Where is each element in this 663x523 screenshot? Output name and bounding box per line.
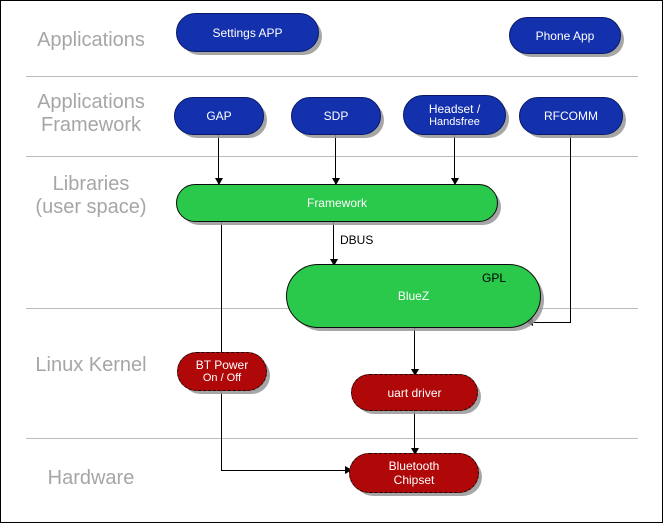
node-phone-app-label: Phone App xyxy=(535,28,595,43)
edge-framework-to-chipset-vline xyxy=(221,221,222,470)
edge-headset-to-framework-arrow xyxy=(451,178,459,185)
node-rfcomm[interactable]: RFCOMM xyxy=(519,97,623,135)
node-settings-app-label: Settings APP xyxy=(212,25,283,40)
node-rfcomm-label: RFCOMM xyxy=(544,109,598,123)
edge-bluez-to-uart-arrow xyxy=(411,369,419,376)
edge-framework-to-bluez-line xyxy=(333,221,334,266)
edge-rfcomm-to-bluez-arrow xyxy=(526,318,533,326)
edge-gap-to-framework-line xyxy=(218,134,219,184)
node-uart-driver-label: uart driver xyxy=(387,385,442,400)
node-bt-power-label-line1: BT Power xyxy=(195,358,249,372)
divider-linux-kernel xyxy=(26,438,638,439)
band-label-applications: Applications xyxy=(37,29,145,51)
node-uart-driver[interactable]: uart driver xyxy=(351,374,478,411)
edge-sdp-to-framework-arrow xyxy=(332,178,340,185)
node-gap[interactable]: GAP xyxy=(174,97,264,135)
node-headset-handsfree-label-line2: Handsfree xyxy=(429,115,480,128)
edge-rfcomm-to-bluez-hline xyxy=(532,322,571,323)
edge-uart-to-chipset-line xyxy=(414,410,415,456)
node-bt-power[interactable]: BT Power On / Off xyxy=(177,352,267,391)
gpl-annotation: GPL xyxy=(482,271,507,285)
band-label-applications-framework: Applications Framework xyxy=(37,91,145,136)
node-framework-label: Framework xyxy=(306,196,367,210)
dbus-label: DBUS xyxy=(340,233,374,247)
edge-framework-to-chipset-hline xyxy=(221,470,349,471)
node-bluetooth-chipset-label-line2: Chipset xyxy=(393,473,435,487)
edge-headset-to-framework-line xyxy=(454,134,455,184)
edge-sdp-to-framework-line xyxy=(335,134,336,184)
node-settings-app[interactable]: Settings APP xyxy=(176,13,319,52)
node-phone-app[interactable]: Phone App xyxy=(509,17,621,54)
band-label-hardware: Hardware xyxy=(47,467,135,489)
edge-rfcomm-to-bluez-vline xyxy=(570,134,571,323)
node-bt-power-label-line2: On / Off xyxy=(202,372,242,384)
node-sdp[interactable]: SDP xyxy=(291,97,381,135)
band-label-libraries: Libraries (user space) xyxy=(35,173,147,218)
node-headset-handsfree[interactable]: Headset / Handsfree xyxy=(403,95,506,135)
node-bluetooth-chipset[interactable]: Bluetooth Chipset xyxy=(349,453,479,493)
node-gap-label: GAP xyxy=(206,109,232,123)
node-bluez[interactable]: BlueZ xyxy=(286,264,541,328)
edge-framework-to-bluez-arrow xyxy=(330,259,338,266)
band-label-linux-kernel: Linux Kernel xyxy=(35,354,147,376)
divider-applications xyxy=(26,76,638,77)
divider-applications-framework xyxy=(26,156,638,157)
edge-uart-to-chipset-arrow xyxy=(411,448,419,455)
node-bluetooth-chipset-label-line1: Bluetooth xyxy=(388,459,440,473)
edge-bluez-to-uart-line xyxy=(414,326,415,376)
node-bluez-label: BlueZ xyxy=(397,289,430,303)
node-headset-handsfree-label-line1: Headset / xyxy=(428,101,481,116)
node-sdp-label: SDP xyxy=(323,109,349,123)
edge-gap-to-framework-arrow xyxy=(215,178,223,185)
node-framework[interactable]: Framework xyxy=(176,184,498,222)
